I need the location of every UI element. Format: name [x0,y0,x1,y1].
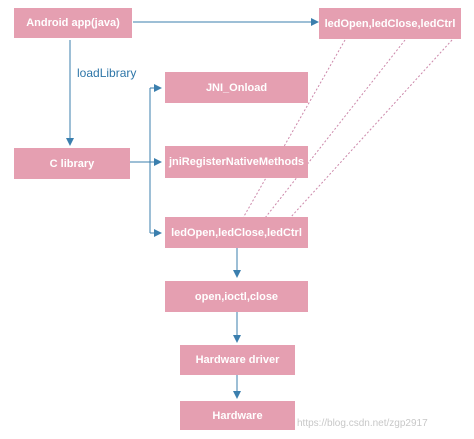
dotted-map-ctrl [289,39,453,219]
node-led-functions-mid: ledOpen,ledClose,ledCtrl [165,217,308,248]
watermark: https://blog.csdn.net/zgp2917 [297,418,428,429]
dotted-map-close [264,39,406,219]
node-led-functions-top: ledOpen,ledClose,ledCtrl [319,8,461,39]
node-jni-onload: JNI_Onload [165,72,308,103]
node-hardware: Hardware [180,401,295,430]
dotted-map-open [242,39,346,219]
node-jni-register-native-methods: jniRegisterNativeMethods [165,146,308,178]
node-hardware-driver: Hardware driver [180,345,295,375]
node-open-ioctl-close: open,ioctl,close [165,281,308,312]
node-c-library: C library [14,148,130,179]
node-android-app: Android app(java) [14,8,132,38]
edge-label-load-library: loadLibrary [77,66,137,80]
